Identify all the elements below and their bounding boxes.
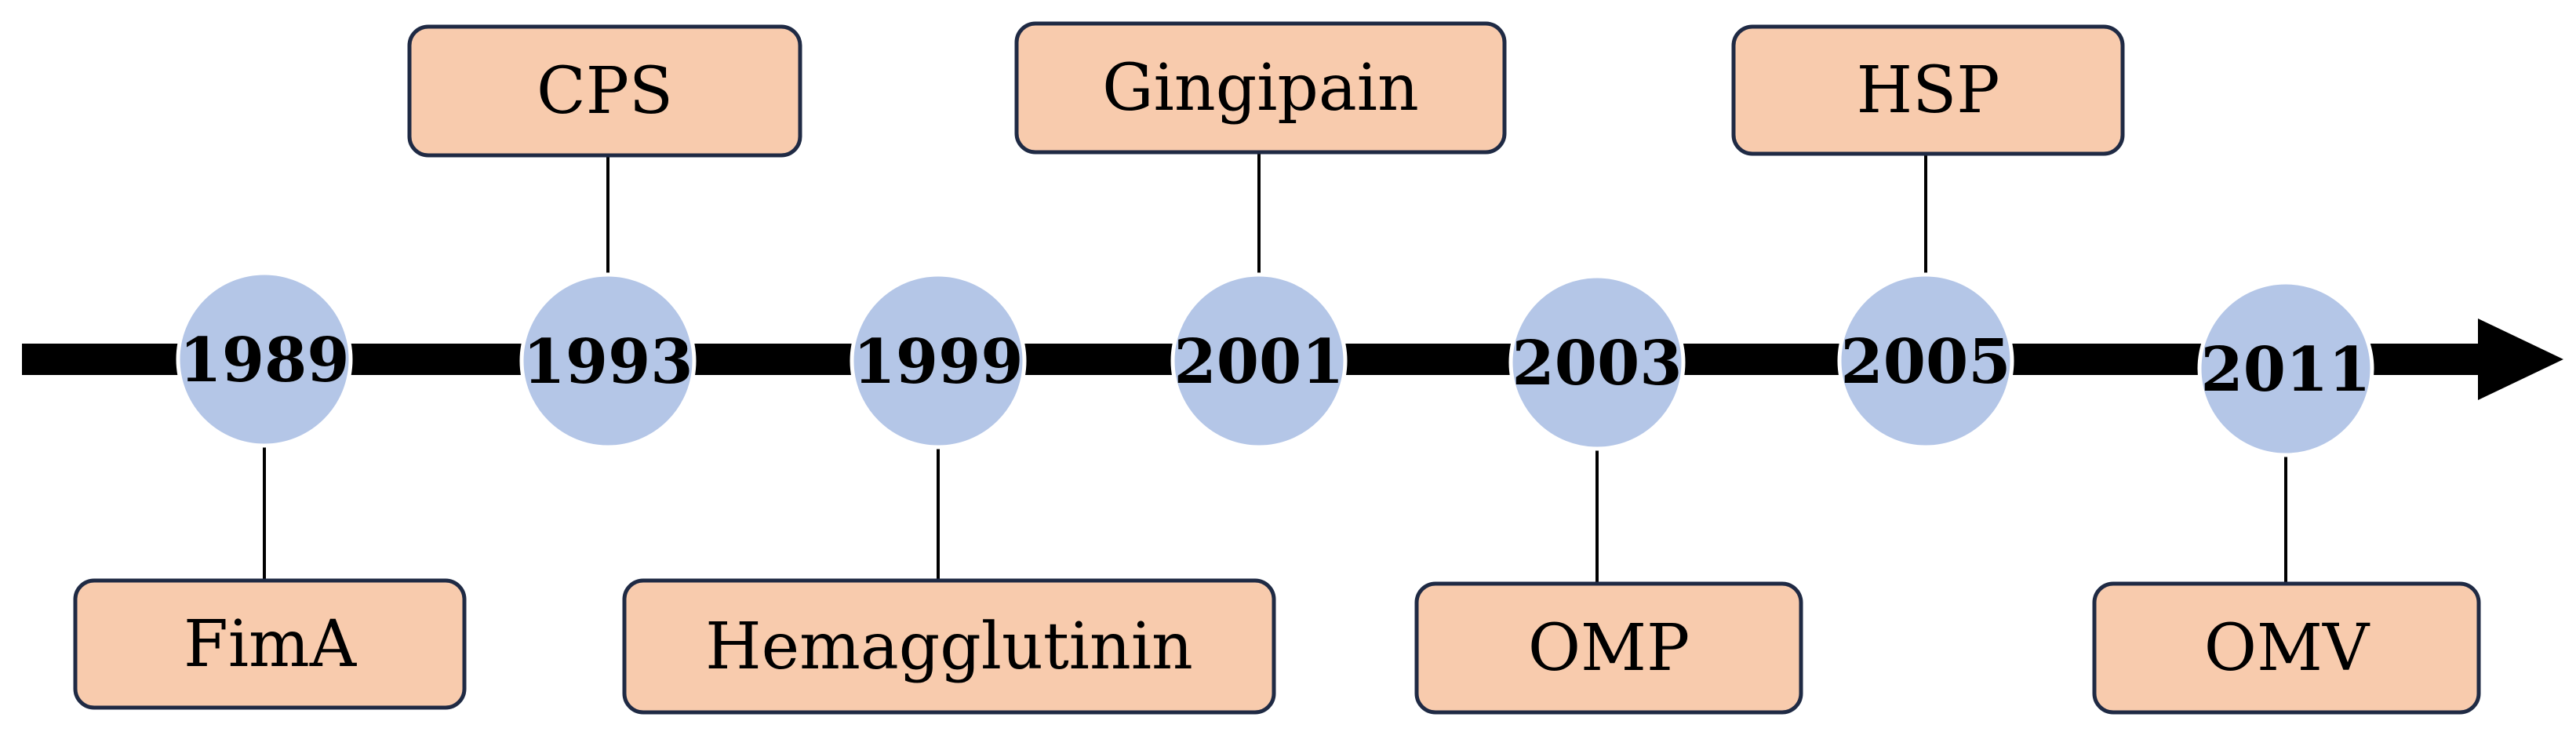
year-circle — [2197, 280, 2374, 457]
timeline-event-2001: Gingipain 2001 — [1014, 21, 1507, 450]
year-label: 1989 — [179, 325, 349, 396]
event-label-text: Gingipain — [1102, 51, 1419, 126]
event-label-box — [1731, 24, 2125, 156]
year-label: 2003 — [1512, 328, 1682, 399]
timeline-events: FimA1989CPS1993Hemagglutinin1999Gingipai… — [73, 21, 2481, 715]
timeline-event-2011: OMV 2011 — [2092, 280, 2481, 715]
year-circle — [176, 271, 353, 448]
year-label: 2011 — [2200, 334, 2370, 406]
year-circle — [519, 272, 697, 450]
event-label-text: OMP — [1528, 611, 1690, 686]
year-label: 2001 — [1173, 326, 1344, 398]
event-label-box — [73, 578, 467, 710]
event-label-text: Hemagglutinin — [705, 610, 1193, 684]
event-label-box — [1014, 21, 1507, 155]
timeline-event-2005: HSP 2005 — [1731, 24, 2125, 450]
event-label-text: CPS — [537, 54, 673, 129]
event-label-box — [1414, 581, 1803, 715]
year-label: 2005 — [1840, 326, 2010, 398]
event-label-text: OMV — [2204, 611, 2370, 686]
timeline-event-1999: Hemagglutinin 1999 — [622, 272, 1276, 715]
timeline-event-1989: FimA 1989 — [73, 271, 467, 710]
year-label: 1993 — [522, 326, 693, 398]
year-label: 1999 — [853, 326, 1023, 398]
event-label-box — [622, 578, 1276, 715]
timeline-arrowhead — [2478, 319, 2563, 400]
event-label-box — [407, 24, 802, 158]
timeline-event-2003: OMP 2003 — [1414, 274, 1803, 715]
event-label-text: HSP — [1857, 53, 2000, 128]
event-label-text: FimA — [184, 607, 358, 682]
year-circle — [1837, 272, 2014, 450]
year-circle — [1508, 274, 1686, 451]
event-label-box — [2092, 581, 2481, 715]
year-circle — [1170, 272, 1348, 450]
year-circle — [850, 272, 1027, 450]
timeline-event-1993: CPS 1993 — [407, 24, 802, 450]
